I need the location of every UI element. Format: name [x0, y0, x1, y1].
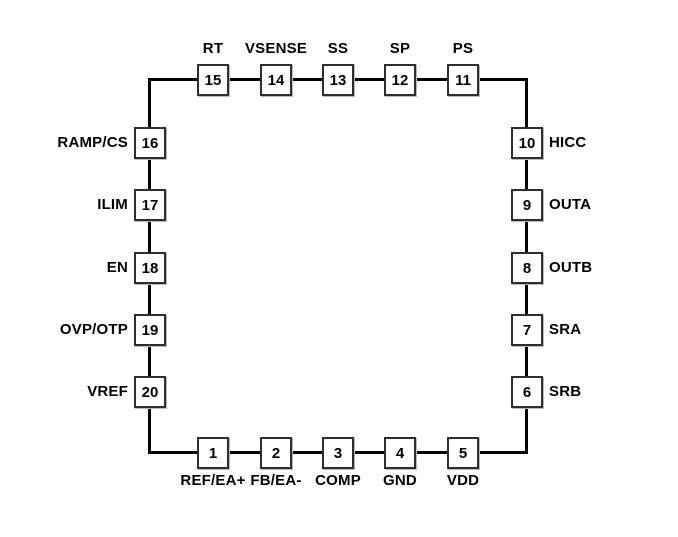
pin-15-number: 15	[204, 71, 222, 89]
pin-7-label: SRA	[549, 321, 582, 338]
pin-3-label: COMP	[315, 472, 361, 489]
pin-11-number: 11	[455, 71, 471, 89]
pin-13-number: 13	[329, 71, 347, 89]
pin-11-label: PS	[452, 40, 474, 57]
pin-14-label: VSENSE	[244, 40, 308, 57]
pin-2-number: 2	[271, 444, 281, 462]
pin-10-box: 10	[511, 127, 543, 159]
pin-5-label: VDD	[446, 472, 480, 489]
pin-10-number: 10	[518, 134, 536, 152]
pin-4-box: 4	[384, 437, 416, 469]
pin-9-number: 9	[522, 196, 532, 214]
pin-20-number: 20	[141, 383, 159, 401]
pin-7-box: 7	[511, 314, 543, 346]
pin-7-number: 7	[522, 321, 532, 339]
pin-10-label: HICC	[549, 134, 587, 151]
pin-12-label: SP	[389, 40, 411, 57]
pin-20-box: 20	[134, 376, 166, 408]
pin-8-label: OUTB	[549, 259, 593, 276]
pin-14-number: 14	[267, 71, 285, 89]
pin-19-number: 19	[141, 321, 159, 339]
pin-4-number: 4	[395, 444, 405, 462]
pin-14-box: 14	[260, 64, 292, 96]
pin-5-number: 5	[458, 444, 468, 462]
pin-13-label: SS	[327, 40, 349, 57]
pin-6-number: 6	[522, 383, 532, 401]
pin-15-label: RT	[202, 40, 224, 57]
pin-8-box: 8	[511, 252, 543, 284]
pin-9-box: 9	[511, 189, 543, 221]
pin-2-box: 2	[260, 437, 292, 469]
pin-19-box: 19	[134, 314, 166, 346]
pin-19-label: OVP/OTP	[59, 321, 128, 338]
pin-16-number: 16	[141, 134, 159, 152]
pin-18-number: 18	[141, 259, 159, 277]
pin-17-box: 17	[134, 189, 166, 221]
pin-1-label: REF/EA+	[180, 472, 246, 489]
pin-2-label: FB/EA-	[250, 472, 302, 489]
pin-1-number: 1	[208, 444, 218, 462]
pin-1-box: 1	[197, 437, 229, 469]
pin-15-box: 15	[197, 64, 229, 96]
pin-11-box: 11	[447, 64, 479, 96]
pin-6-label: SRB	[549, 383, 582, 400]
pin-20-label: VREF	[87, 383, 128, 400]
chip-package-outline	[148, 78, 528, 454]
pin-3-number: 3	[333, 444, 343, 462]
pin-16-label: RAMP/CS	[57, 134, 128, 151]
pin-12-number: 12	[391, 71, 409, 89]
pin-17-number: 17	[141, 196, 159, 214]
pin-8-number: 8	[522, 259, 532, 277]
pin-9-label: OUTA	[549, 196, 592, 213]
pin-16-box: 16	[134, 127, 166, 159]
pin-12-box: 12	[384, 64, 416, 96]
pin-5-box: 5	[447, 437, 479, 469]
pin-13-box: 13	[322, 64, 354, 96]
pin-17-label: ILIM	[97, 196, 128, 213]
pin-4-label: GND	[383, 472, 417, 489]
pin-3-box: 3	[322, 437, 354, 469]
pin-18-box: 18	[134, 252, 166, 284]
pin-6-box: 6	[511, 376, 543, 408]
pin-18-label: EN	[106, 259, 128, 276]
